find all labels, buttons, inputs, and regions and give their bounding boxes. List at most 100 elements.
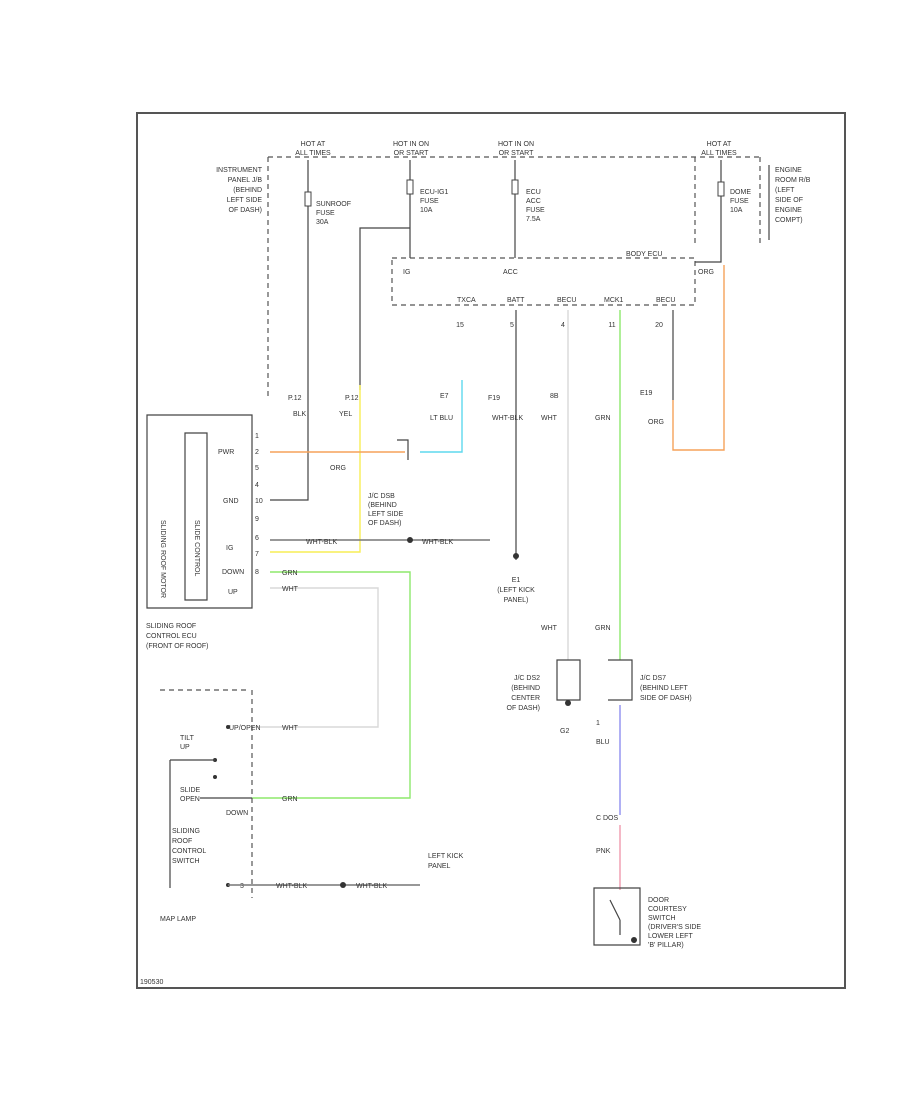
svg-text:11: 11 <box>608 322 615 329</box>
svg-text:GND: GND <box>223 498 239 505</box>
svg-text:WHT: WHT <box>282 586 299 593</box>
svg-text:PANEL J/B: PANEL J/B <box>228 177 263 184</box>
svg-text:UP: UP <box>180 744 190 751</box>
svg-text:P.12: P.12 <box>345 395 359 402</box>
svg-text:4: 4 <box>561 322 565 329</box>
svg-text:LT BLU: LT BLU <box>430 415 453 422</box>
svg-text:4: 4 <box>255 482 259 489</box>
svg-text:10: 10 <box>255 498 263 505</box>
svg-text:LEFT KICK: LEFT KICK <box>428 853 464 860</box>
svg-text:DOWN: DOWN <box>226 810 248 817</box>
svg-text:UP: UP <box>228 589 238 596</box>
svg-text:ALL TIMES: ALL TIMES <box>701 150 737 157</box>
svg-text:LEFT SIDE: LEFT SIDE <box>227 197 263 204</box>
svg-text:CENTER: CENTER <box>511 695 540 702</box>
svg-text:OF DASH): OF DASH) <box>229 207 262 214</box>
svg-text:TXCA: TXCA <box>457 297 476 304</box>
svg-text:SIDE OF DASH): SIDE OF DASH) <box>640 695 692 702</box>
svg-text:COMPT): COMPT) <box>775 217 803 224</box>
svg-text:OPEN: OPEN <box>180 796 200 803</box>
svg-text:WHT-BLK: WHT-BLK <box>492 415 523 422</box>
svg-text:COURTESY: COURTESY <box>648 906 687 913</box>
svg-text:PWR: PWR <box>218 449 234 456</box>
fuse-dome: DOME FUSE 10A <box>717 160 751 255</box>
svg-text:E19: E19 <box>640 390 653 397</box>
svg-text:8: 8 <box>255 569 259 576</box>
svg-text:BLK: BLK <box>293 411 307 418</box>
svg-text:OR START: OR START <box>499 150 534 157</box>
svg-text:BECU: BECU <box>557 297 576 304</box>
svg-text:ORG: ORG <box>698 269 714 276</box>
instrument-panel-jb-box <box>267 156 761 400</box>
svg-text:IG: IG <box>226 545 233 552</box>
wire-org-dome <box>672 265 725 451</box>
svg-text:HOT AT: HOT AT <box>301 141 326 148</box>
svg-text:ENGINE: ENGINE <box>775 167 802 174</box>
svg-text:ECU: ECU <box>526 189 541 196</box>
svg-text:WHT: WHT <box>541 625 558 632</box>
svg-text:P.12: P.12 <box>288 395 302 402</box>
svg-text:CONTROL ECU: CONTROL ECU <box>146 633 197 640</box>
junction-ds7: J/C DS7 (BEHIND LEFT SIDE OF DASH) 1 BLU <box>596 659 692 746</box>
svg-text:F19: F19 <box>488 395 500 402</box>
svg-text:FUSE: FUSE <box>730 198 749 205</box>
svg-text:1: 1 <box>255 433 259 440</box>
svg-text:DOME: DOME <box>730 189 751 196</box>
svg-text:ACC: ACC <box>526 198 541 205</box>
svg-text:E1: E1 <box>512 577 521 584</box>
svg-text:LEFT SIDE: LEFT SIDE <box>368 511 404 518</box>
svg-text:INSTRUMENT: INSTRUMENT <box>216 167 263 174</box>
svg-text:BATT: BATT <box>507 297 525 304</box>
svg-text:OF DASH): OF DASH) <box>507 705 540 712</box>
svg-text:BLU: BLU <box>596 739 610 746</box>
map-lamp-box: MAP LAMP <box>160 689 253 923</box>
svg-text:HOT IN ON: HOT IN ON <box>498 141 534 148</box>
svg-text:SUNROOF: SUNROOF <box>316 201 351 208</box>
svg-text:G2: G2 <box>560 728 569 735</box>
svg-text:SLIDING: SLIDING <box>172 828 200 835</box>
svg-text:ORG: ORG <box>330 465 346 472</box>
svg-text:E7: E7 <box>440 393 449 400</box>
svg-text:MCK1: MCK1 <box>604 297 624 304</box>
svg-text:GRN: GRN <box>595 625 611 632</box>
svg-text:FUSE: FUSE <box>316 210 335 217</box>
svg-text:IG: IG <box>403 269 410 276</box>
svg-text:(LEFT KICK: (LEFT KICK <box>497 587 535 594</box>
svg-text:9: 9 <box>255 516 259 523</box>
svg-text:BODY ECU: BODY ECU <box>626 251 662 258</box>
svg-text:30A: 30A <box>316 219 329 226</box>
svg-text:SLIDING ROOF MOTOR: SLIDING ROOF MOTOR <box>159 520 166 598</box>
wire-wht-switch <box>252 587 379 728</box>
svg-text:SLIDE: SLIDE <box>180 787 201 794</box>
svg-text:6: 6 <box>255 535 259 542</box>
svg-text:(BEHIND: (BEHIND <box>233 187 262 194</box>
svg-text:GRN: GRN <box>282 796 298 803</box>
svg-text:HOT AT: HOT AT <box>707 141 732 148</box>
svg-text:SIDE OF: SIDE OF <box>775 197 803 204</box>
fuse-ecu-acc: ECU ACC FUSE 7.5A <box>511 160 545 245</box>
svg-text:2: 2 <box>255 449 259 456</box>
svg-text:7: 7 <box>255 551 259 558</box>
svg-text:10A: 10A <box>730 207 743 214</box>
svg-text:'B' PILLAR): 'B' PILLAR) <box>648 942 684 949</box>
svg-text:SLIDE CONTROL: SLIDE CONTROL <box>193 520 200 577</box>
wire-yel <box>270 385 361 553</box>
svg-text:FUSE: FUSE <box>526 207 545 214</box>
svg-text:PNK: PNK <box>596 848 611 855</box>
fuse-sunroof: SUNROOF FUSE 30A <box>304 160 351 226</box>
svg-text:3: 3 <box>240 883 244 890</box>
svg-text:PANEL): PANEL) <box>504 597 529 604</box>
svg-text:5: 5 <box>510 322 514 329</box>
wire-lt-blu <box>420 380 463 453</box>
svg-text:ALL TIMES: ALL TIMES <box>295 150 331 157</box>
svg-text:20: 20 <box>655 322 663 329</box>
junction-dsb: J/C DSB (BEHIND LEFT SIDE OF DASH) <box>368 439 409 527</box>
junction-ds2: J/C DS2 (BEHIND CENTER OF DASH) G2 <box>507 659 581 735</box>
svg-text:8B: 8B <box>550 393 559 400</box>
svg-text:ROOF: ROOF <box>172 838 192 845</box>
svg-text:(BEHIND LEFT: (BEHIND LEFT <box>640 685 689 692</box>
svg-text:J/C DSB: J/C DSB <box>368 493 395 500</box>
svg-text:FUSE: FUSE <box>420 198 439 205</box>
svg-text:(BEHIND: (BEHIND <box>368 502 397 509</box>
